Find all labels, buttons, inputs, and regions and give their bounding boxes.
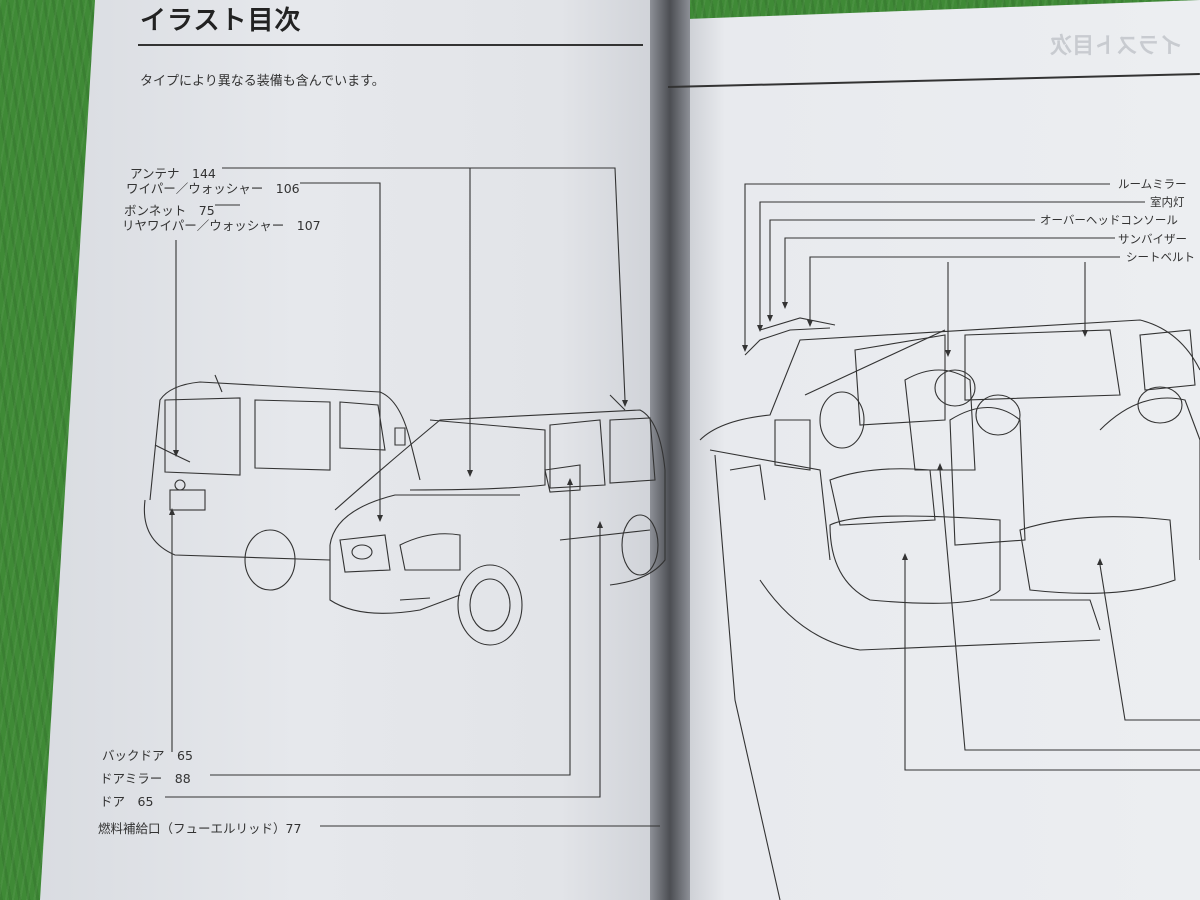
leader-antenna-2 [222, 167, 626, 401]
label-back-door: バックドア 65 [102, 748, 193, 763]
leader-room-lamp [759, 201, 1145, 325]
left-manual-page [40, 0, 690, 900]
label-fuel-lid: 燃料補給口（フューエルリッド）77 [98, 821, 302, 836]
book-gutter [650, 0, 690, 900]
label-bonnet: ボンネット 75 [124, 203, 215, 218]
rear-car-drawing [143, 374, 421, 591]
front-car-drawing [329, 394, 666, 646]
page-title: イラスト目次 [140, 6, 302, 36]
label-overhead-console: オーバーヘッドコンソール [1040, 213, 1178, 227]
label-room-mirror: ルームミラー [1118, 177, 1187, 191]
leader-sunvisor [784, 237, 1115, 302]
leader-antenna [222, 167, 471, 470]
leader-door-mirror [210, 485, 571, 776]
leader-wiper [300, 182, 381, 515]
leader-console [769, 219, 1035, 315]
leader-seatbelt [809, 256, 1120, 320]
leader-door [165, 528, 601, 798]
label-sun-visor: サンバイザー [1118, 232, 1187, 246]
label-door-mirror: ドアミラー 88 [100, 771, 191, 786]
page-subtitle: タイプにより異なる装備も含んでいます。 [140, 74, 385, 89]
label-door: ドア 65 [100, 794, 154, 809]
label-seatbelt: シートベルト [1126, 250, 1195, 264]
label-antenna: アンテナ 144 [130, 166, 216, 181]
label-rear-wiper: リヤワイパー／ウォッシャー 107 [122, 218, 321, 233]
interior-drawing [699, 317, 1200, 900]
label-room-lamp: 室内灯 [1150, 195, 1185, 209]
label-wiper: ワイパー／ウォッシャー 106 [126, 181, 300, 196]
leader-room-mirror [744, 183, 1110, 345]
title-rule [138, 44, 643, 46]
